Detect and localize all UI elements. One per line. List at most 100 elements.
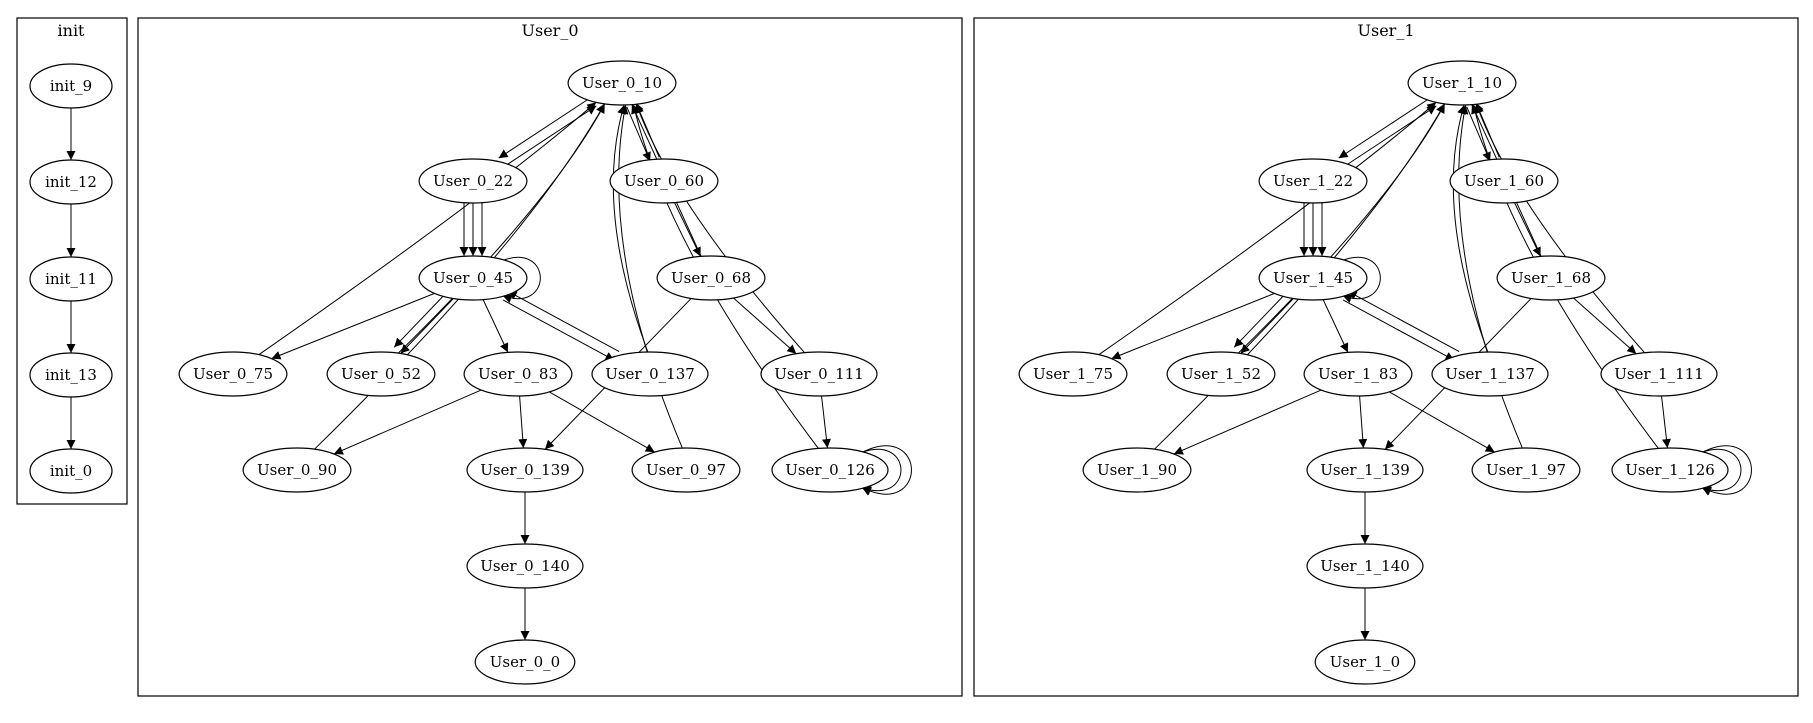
node-label: User_0_111 [774,365,864,383]
node-ellipse [29,63,113,109]
node-label: User_1_75 [1033,365,1113,383]
edge-user-1-137-to-user-1-10 [1452,104,1489,353]
node-label: User_1_90 [1097,461,1177,479]
edge-user-1-45-to-user-1-45 [1342,257,1381,303]
node-ellipse [1431,351,1549,397]
node-ellipse [760,351,878,397]
edge-user-1-45-to-user-1-137 [1342,299,1455,361]
node-label: User_1_137 [1445,365,1535,383]
node-label: User_1_22 [1273,172,1353,190]
node-user-0-137: User_0_137 [591,351,709,397]
node-label: User_0_126 [785,461,875,479]
node-ellipse [326,351,436,397]
node-ellipse [466,447,584,493]
edge-user-0-97-to-user-0-10 [618,104,683,449]
node-ellipse [242,447,352,493]
edge-user-1-83-to-user-1-97 [1389,391,1495,453]
node-ellipse [1018,351,1128,397]
edge-user-1-45-to-user-1-75 [1111,292,1275,360]
node-ellipse [29,256,113,302]
node-ellipse [474,639,576,685]
cluster-init: init [16,17,128,505]
edge-user-0-126-to-user-0-126 [861,445,912,496]
node-label: User_1_83 [1318,365,1398,383]
edge-user-0-83-to-user-0-97 [549,391,655,453]
edge-user-0-137-to-user-0-45 [507,290,620,353]
node-user-0-68: User_0_68 [656,255,766,301]
node-init-12: init_12 [29,159,113,205]
node-user-0-139: User_0_139 [466,447,584,493]
node-label: User_0_45 [433,269,513,287]
cluster-user-0: User_0 [137,17,963,697]
node-ellipse [656,255,766,301]
node-label: User_0_52 [341,365,421,383]
cluster-title: User_0 [522,21,579,40]
node-ellipse [1303,351,1413,397]
node-label: init_9 [50,77,92,95]
node-ellipse [418,158,528,204]
edge-user-1-52-to-user-1-10 [1237,103,1446,354]
node-label: User_0_75 [193,365,273,383]
node-ellipse [418,255,528,301]
node-ellipse [1258,158,1368,204]
edge-user-0-45-to-user-0-45 [502,257,541,303]
node-label: User_1_52 [1181,365,1261,383]
node-label: init_13 [45,366,97,384]
node-label: User_0_68 [671,269,751,287]
node-ellipse [1082,447,1192,493]
node-init-11: init_11 [29,256,113,302]
node-label: User_0_22 [433,172,513,190]
node-label: User_1_10 [1422,74,1502,92]
edge-user-0-10-to-user-0-22 [498,97,592,159]
node-ellipse [1306,543,1424,589]
node-ellipse [1306,447,1424,493]
node-label: User_1_111 [1614,365,1704,383]
node-user-0-75: User_0_75 [178,351,288,397]
node-user-1-10: User_1_10 [1407,60,1517,106]
edge-user-0-83-to-user-0-139 [518,395,528,449]
edge-user-0-45-to-user-0-75 [271,292,435,360]
edge-user-0-45-to-user-0-83 [482,299,509,353]
edge-user-1-111-to-user-1-126 [1661,395,1671,449]
cluster-title: User_1 [1358,21,1415,40]
node-user-1-45: User_1_45 [1258,255,1368,301]
node-label: User_0_83 [478,365,558,383]
node-label: User_0_0 [490,653,560,671]
edge-user-0-60-to-user-0-68 [674,202,701,257]
edge-user-1-45-to-user-1-83 [1322,299,1349,353]
node-label: User_0_90 [257,461,337,479]
node-user-1-140: User_1_140 [1306,543,1424,589]
edge-user-1-10-to-user-1-60 [1466,106,1491,162]
edge-user-1-68-to-user-1-111 [1573,297,1637,355]
node-user-0-45: User_0_45 [418,255,528,301]
node-user-1-97: User_1_97 [1471,447,1581,493]
edge-user-0-137-to-user-0-10 [612,104,649,353]
node-label: User_0_140 [480,557,570,575]
edge-user-1-126-to-user-1-126 [1701,445,1752,496]
edge-user-1-10-to-user-1-22 [1338,97,1432,159]
node-user-1-0: User_1_0 [1314,639,1416,685]
node-user-0-22: User_0_22 [418,158,528,204]
node-ellipse [1471,447,1581,493]
node-label: User_1_0 [1330,653,1400,671]
edge-user-0-45-to-user-0-52 [400,298,454,354]
edge-user-1-83-to-user-1-139 [1358,395,1368,449]
node-user-1-75: User_1_75 [1018,351,1128,397]
node-user-0-0: User_0_0 [474,639,576,685]
node-user-0-83: User_0_83 [463,351,573,397]
node-label: User_1_126 [1625,461,1715,479]
node-user-1-68: User_1_68 [1496,255,1606,301]
node-user-1-126: User_1_126 [1611,447,1729,493]
node-label: User_0_139 [480,461,570,479]
node-ellipse [1314,639,1416,685]
node-ellipse [29,352,113,398]
edge-user-1-75-to-user-1-10 [1098,101,1437,356]
node-label: User_0_97 [646,461,726,479]
node-user-0-10: User_0_10 [567,60,677,106]
edge-user-1-97-to-user-1-10 [1458,104,1523,449]
node-user-1-83: User_1_83 [1303,351,1413,397]
edge-user-1-45-to-user-1-52 [1240,298,1294,354]
node-label: init_12 [45,173,97,191]
node-ellipse [1449,158,1559,204]
